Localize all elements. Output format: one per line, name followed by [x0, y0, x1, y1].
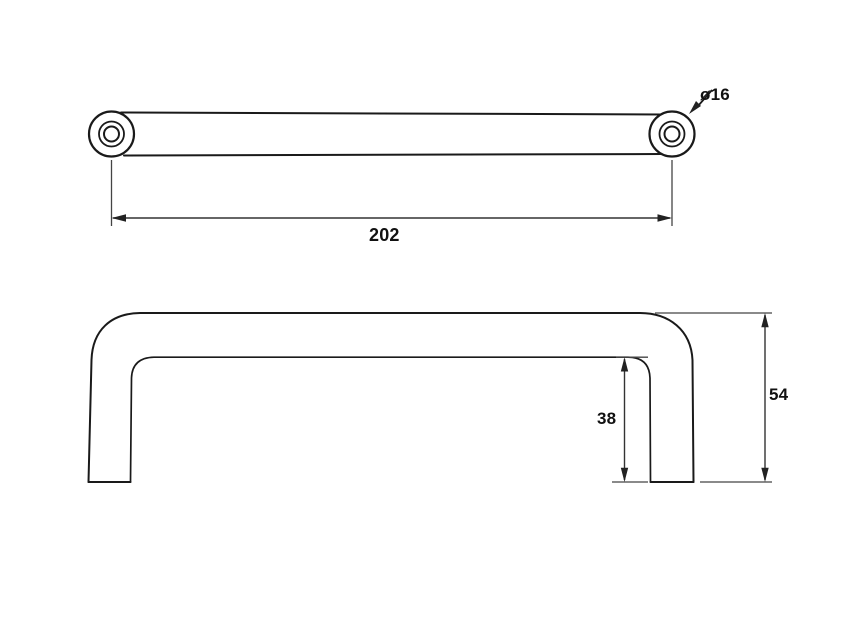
height38-arrow-top: [620, 357, 629, 372]
right-boss-screw-hole: [663, 125, 681, 143]
dimension-label-overall-length: 202: [369, 225, 400, 245]
dimension-label-inner-height: 38: [597, 409, 617, 428]
diameter-leader-arrowhead: [689, 101, 701, 114]
height38-arrow-bottom: [620, 467, 629, 482]
left-boss-screw-hole: [103, 125, 120, 143]
top-view-group: [87, 89, 713, 226]
height54-arrow-bottom: [761, 467, 769, 482]
length-dim-arrow-right: [657, 214, 672, 222]
length-dim-arrow-left: [111, 214, 126, 222]
bar-body-outline-bottom: [123, 153, 663, 157]
front-view-group: [87, 312, 772, 483]
handle-inner-profile: [129, 356, 652, 483]
dimension-label-overall-height: 54: [769, 385, 789, 404]
bar-body-outline: [120, 111, 663, 116]
height54-arrow-top: [761, 313, 769, 328]
handle-outer-profile: [87, 312, 695, 483]
diameter-leader-line: [697, 89, 713, 107]
dimension-label-boss-diameter: ø16: [700, 85, 730, 104]
